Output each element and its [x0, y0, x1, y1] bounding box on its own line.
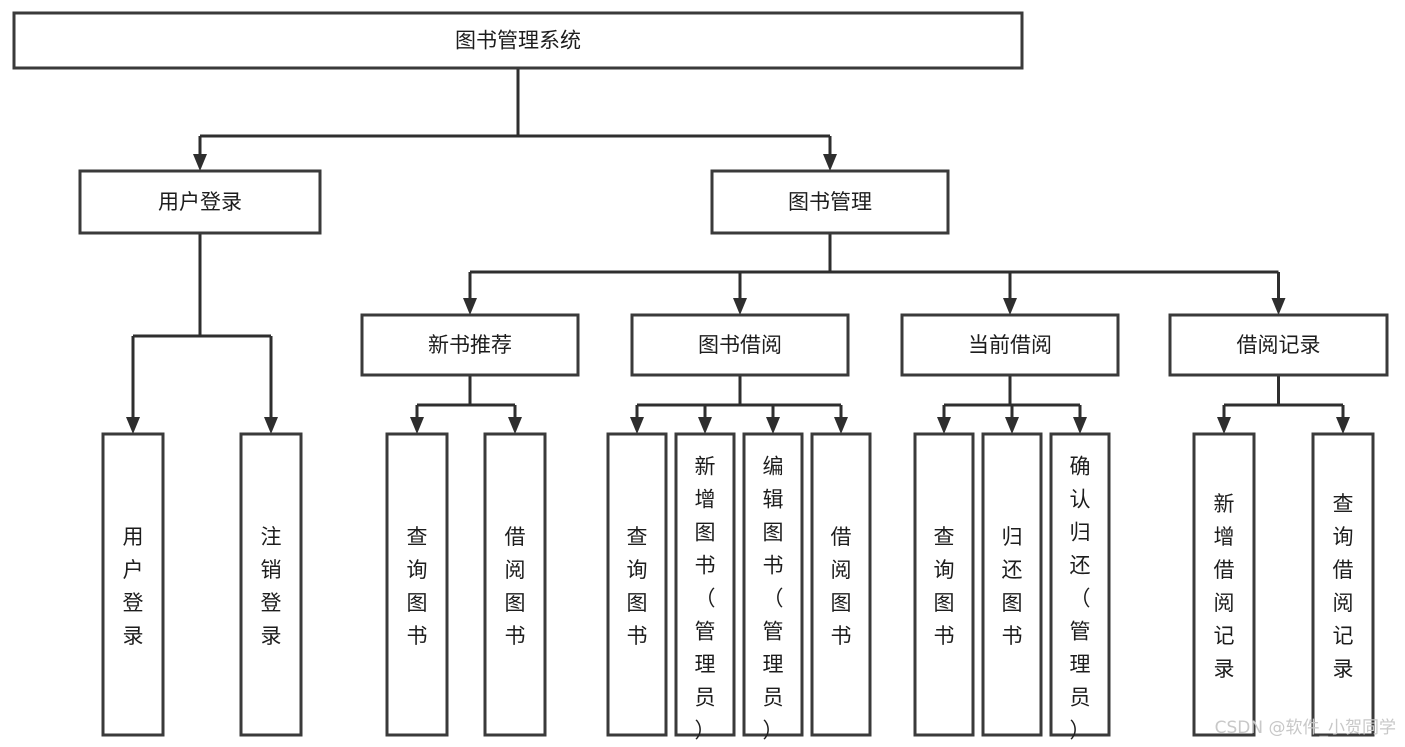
node-layer: 图书管理系统用户登录图书管理新书推荐图书借阅当前借阅借阅记录用户登录注销登录查询…: [12, 11, 1389, 743]
leaf-leaf-query-book-2-box: [606, 432, 668, 737]
leaf-leaf-borrow-book-2-label: 借阅图书: [831, 525, 852, 648]
node-book-borrow[interactable]: [630, 313, 850, 377]
arrow-head-icon: [508, 417, 522, 434]
leaf-leaf-add-book-label: 新增图书（管理员）: [695, 455, 716, 743]
connector-layer: [126, 68, 1350, 434]
leaf-leaf-add-record[interactable]: [1192, 432, 1256, 737]
root-node[interactable]: [12, 11, 1024, 70]
leaf-leaf-query-book-1-box: [385, 432, 449, 737]
node-book-manage-box: [710, 169, 950, 235]
root-node-label: 图书管理系统: [455, 29, 581, 53]
leaf-leaf-return-book-box: [981, 432, 1043, 737]
leaf-leaf-edit-book[interactable]: [742, 432, 804, 737]
leaf-leaf-confirm-return-label: 确认归还（管理员）: [1070, 455, 1091, 743]
leaf-leaf-query-book-3[interactable]: [913, 432, 975, 737]
leaf-leaf-query-record-label: 查询借阅记录: [1333, 492, 1354, 681]
node-current-borrow[interactable]: [900, 313, 1120, 377]
arrow-head-icon: [1271, 298, 1286, 315]
leaf-leaf-edit-book-box: [742, 432, 804, 737]
leaf-leaf-query-book-2-label: 查询图书: [627, 525, 648, 648]
leaf-leaf-user-login[interactable]: [101, 432, 165, 737]
arrow-head-icon: [1336, 417, 1350, 434]
leaf-leaf-logout[interactable]: [239, 432, 303, 737]
arrow-head-icon: [1003, 298, 1017, 315]
node-borrow-record[interactable]: [1168, 313, 1389, 377]
leaf-leaf-user-login-label: 用户登录: [123, 525, 144, 648]
arrow-head-icon: [410, 417, 424, 434]
leaf-leaf-query-book-1[interactable]: [385, 432, 449, 737]
leaf-leaf-logout-box: [239, 432, 303, 737]
arrow-head-icon: [264, 417, 278, 434]
arrow-head-icon: [630, 417, 644, 434]
node-current-borrow-box: [900, 313, 1120, 377]
arrow-head-icon: [463, 298, 477, 315]
node-borrow-record-label: 借阅记录: [1237, 333, 1321, 357]
leaf-leaf-logout-label: 注销登录: [261, 525, 282, 648]
node-borrow-record-box: [1168, 313, 1389, 377]
arrow-head-icon: [1005, 417, 1019, 434]
node-current-borrow-label: 当前借阅: [968, 333, 1052, 357]
leaf-leaf-borrow-book-2-box: [810, 432, 872, 737]
node-user-login[interactable]: [78, 169, 322, 235]
node-book-borrow-box: [630, 313, 850, 377]
leaf-leaf-query-book-3-label: 查询图书: [934, 525, 955, 648]
node-book-manage[interactable]: [710, 169, 950, 235]
leaf-leaf-add-record-box: [1192, 432, 1256, 737]
node-new-book-recommend-label: 新书推荐: [428, 333, 512, 357]
leaf-leaf-query-book-1-label: 查询图书: [407, 525, 428, 648]
leaf-leaf-add-record-label: 新增借阅记录: [1214, 492, 1235, 681]
leaf-leaf-borrow-book-1-box: [483, 432, 547, 737]
leaf-leaf-confirm-return[interactable]: [1049, 432, 1111, 737]
leaf-leaf-add-book-box: [674, 432, 736, 737]
arrow-head-icon: [823, 154, 837, 171]
arrow-head-icon: [1217, 417, 1231, 434]
node-user-login-box: [78, 169, 322, 235]
leaf-leaf-confirm-return-box: [1049, 432, 1111, 737]
leaf-leaf-borrow-book-2[interactable]: [810, 432, 872, 737]
node-book-manage-label: 图书管理: [788, 190, 872, 214]
leaf-leaf-query-book-2[interactable]: [606, 432, 668, 737]
arrow-head-icon: [937, 417, 951, 434]
leaf-leaf-user-login-box: [101, 432, 165, 737]
leaf-leaf-borrow-book-1[interactable]: [483, 432, 547, 737]
leaf-leaf-borrow-book-1-label: 借阅图书: [505, 525, 526, 648]
arrow-head-icon: [733, 298, 747, 315]
node-new-book-recommend-box: [360, 313, 580, 377]
leaf-leaf-add-book[interactable]: [674, 432, 736, 737]
arrow-head-icon: [1073, 417, 1087, 434]
csdn-watermark: CSDN @软件_小贺同学: [1215, 718, 1396, 738]
leaf-leaf-query-book-3-box: [913, 432, 975, 737]
node-user-login-label: 用户登录: [158, 190, 242, 214]
leaf-leaf-edit-book-label: 编辑图书（管理员）: [763, 455, 784, 743]
arrow-head-icon: [834, 417, 848, 434]
leaf-leaf-return-book-label: 归还图书: [1002, 525, 1023, 648]
leaf-leaf-query-record[interactable]: [1311, 432, 1375, 737]
arrow-head-icon: [126, 417, 140, 434]
leaf-leaf-return-book[interactable]: [981, 432, 1043, 737]
root-node-box: [12, 11, 1024, 70]
leaf-leaf-query-record-box: [1311, 432, 1375, 737]
node-book-borrow-label: 图书借阅: [698, 333, 782, 357]
arrow-head-icon: [698, 417, 712, 434]
arrow-head-icon: [193, 154, 207, 171]
node-new-book-recommend[interactable]: [360, 313, 580, 377]
arrow-head-icon: [766, 417, 780, 434]
